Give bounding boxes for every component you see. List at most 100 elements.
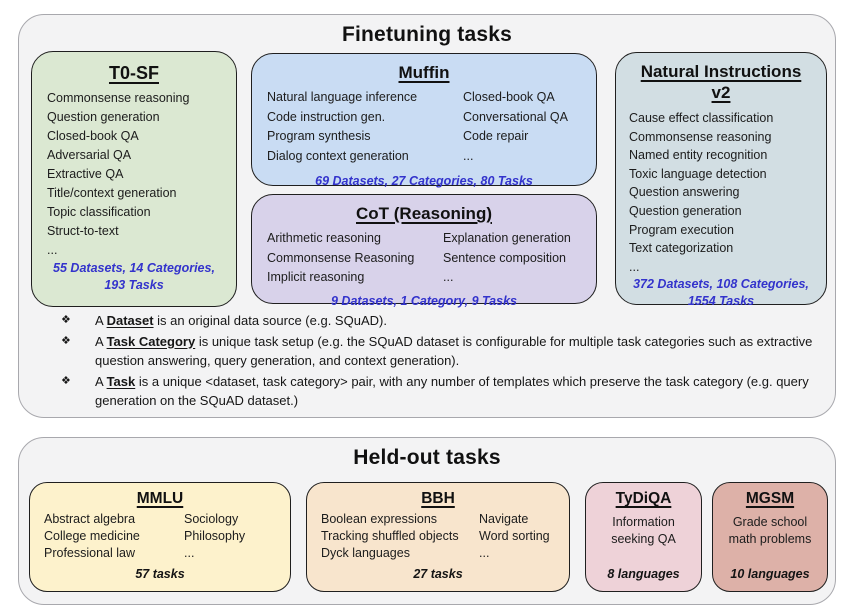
task-item: Conversational QA (463, 109, 568, 124)
definition-note: ❖ A Task Category is unique task setup (… (43, 332, 821, 371)
task-item: Sociology (184, 512, 239, 526)
tydiqa-description: Information seeking QA (611, 515, 676, 546)
bbh-title: BBH (421, 490, 455, 507)
task-item: Explanation generation (443, 231, 571, 245)
task-item: Boolean expressions (321, 512, 438, 526)
note-term: Task (106, 373, 136, 389)
task-item: Commonsense Reasoning (267, 250, 415, 265)
task-item: Question answering (629, 185, 740, 200)
task-item: ... (479, 545, 490, 560)
task-item: Cause effect classification (629, 111, 774, 125)
note-term: Dataset (106, 313, 154, 328)
task-item: Word sorting (479, 528, 550, 543)
diamond-bullet-icon: ❖ (61, 374, 71, 387)
task-item: Dyck languages (321, 545, 410, 560)
task-item: Closed-book QA (47, 129, 139, 143)
task-item: Extractive QA (47, 167, 124, 181)
task-item: Commonsense reasoning (47, 91, 190, 105)
task-item: Adversarial QA (47, 148, 132, 162)
task-item: Code instruction gen. (267, 109, 386, 124)
cot-stats: 9 Datasets, 1 Category, 9 Tasks (331, 293, 517, 308)
task-item: ... (629, 259, 640, 274)
muffin-title: Muffin (398, 63, 450, 82)
mgsm-description: Grade school math problems (728, 515, 812, 546)
finetuning-title: Finetuning tasks (341, 23, 513, 46)
task-item: Program execution (629, 222, 734, 237)
task-item: Title/context generation (47, 186, 177, 200)
note-text: A Task Category is unique task setup (e.… (95, 333, 813, 369)
finetuning-section: Finetuning tasks T0-SF Commonsense reaso… (18, 14, 836, 418)
note-text: A Dataset is an original data source (e.… (95, 313, 387, 328)
note-text: A Task is a unique <dataset, task catego… (95, 373, 809, 409)
task-item: Closed-book QA (463, 90, 555, 104)
task-item: ... (184, 545, 195, 560)
natural-instructions-v2-box: Natural Instructions v2 Cause effect cla… (615, 52, 827, 308)
task-item: Abstract algebra (44, 512, 136, 526)
definition-note: ❖ A Dataset is an original data source (… (43, 311, 821, 331)
task-item: Code repair (463, 129, 529, 143)
bbh-stats: 27 tasks (413, 567, 463, 581)
mgsm-box: MGSM Grade school math problems 10 langu… (712, 482, 828, 592)
definition-notes: ❖ A Dataset is an original data source (… (43, 311, 821, 412)
task-item: Natural language inference (267, 90, 418, 104)
tydiqa-stats: 8 languages (607, 567, 680, 581)
diamond-bullet-icon: ❖ (61, 314, 71, 326)
muffin-stats: 69 Datasets, 27 Categories, 80 Tasks (315, 174, 533, 188)
task-item: Toxic language detection (629, 166, 767, 181)
note-term: Task Category (106, 333, 196, 349)
task-item: Sentence composition (443, 250, 566, 265)
tydiqa-box: TyDiQA Information seeking QA 8 language… (585, 482, 702, 592)
task-item: Named entity recognition (629, 148, 768, 163)
diamond-bullet-icon: ❖ (61, 334, 71, 347)
task-item: Commonsense reasoning (629, 129, 772, 144)
task-item: Philosophy (184, 528, 246, 543)
task-item: Question generation (47, 110, 160, 124)
task-item: ... (463, 148, 474, 163)
niv2-title: Natural Instructions v2 (640, 62, 802, 102)
t0sf-stats: 55 Datasets, 14 Categories, 193 Tasks (53, 261, 215, 292)
mgsm-title: MGSM (745, 490, 795, 507)
mgsm-stats: 10 languages (730, 567, 810, 581)
definition-note: ❖ A Task is a unique <dataset, task cate… (43, 372, 821, 411)
task-item: Question generation (629, 203, 742, 218)
task-item: ... (443, 270, 454, 284)
task-item: Program synthesis (267, 129, 371, 143)
task-item: Professional law (44, 545, 136, 560)
tydiqa-title: TyDiQA (615, 490, 672, 507)
mmlu-title: MMLU (136, 490, 184, 507)
heldout-title: Held-out tasks (353, 446, 501, 469)
task-item: Struct-to-text (47, 224, 119, 238)
mmlu-stats: 57 tasks (135, 567, 185, 581)
task-item: Implicit reasoning (267, 270, 365, 284)
t0sf-title: T0-SF (108, 63, 159, 83)
muffin-col2: Closed-book QA Conversational QA Code repa… (463, 88, 581, 166)
task-item: ... (47, 243, 58, 257)
task-item: Arithmetic reasoning (267, 231, 381, 245)
cot-title: CoT (Reasoning) (356, 204, 492, 223)
task-item: College medicine (44, 528, 140, 543)
task-item: Text categorization (629, 241, 734, 256)
task-item: Topic classification (47, 205, 151, 219)
task-item: Tracking shuffled objects (321, 528, 459, 543)
task-item: Dialog context generation (267, 148, 409, 163)
